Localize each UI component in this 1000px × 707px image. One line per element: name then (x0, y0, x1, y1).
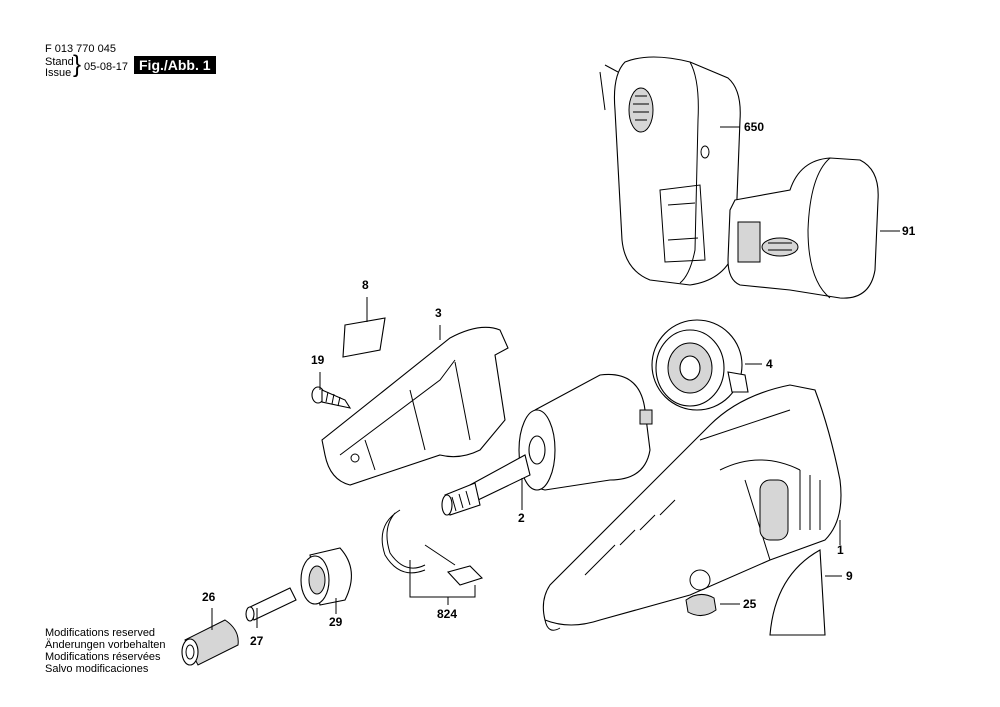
callout-8: 8 (362, 278, 369, 292)
leader-lines (211, 126, 900, 630)
callout-4: 4 (766, 357, 773, 371)
notice-line: Salvo modificaciones (45, 663, 149, 675)
callout-26: 26 (202, 590, 216, 604)
part-9-pad (769, 549, 826, 636)
notice-line: Modifications réservées (45, 651, 161, 663)
callout-650: 650 (744, 120, 765, 134)
issue-label: Issue (45, 67, 72, 79)
modifications-notice: Modifications reserved Änderungen vorbeh… (45, 627, 165, 675)
callout-19: 19 (311, 353, 325, 367)
part-19-screw (311, 386, 352, 409)
part-4-cap (651, 319, 749, 411)
part-1-main-housing (542, 384, 842, 631)
part-650-charger (599, 56, 741, 286)
notice-line: Änderungen vorbehalten (45, 639, 166, 651)
part-3-housing (321, 326, 509, 486)
figure-label: Fig./Abb. 1 (134, 56, 216, 74)
callout-824: 824 (437, 607, 458, 621)
part-8-label (342, 317, 386, 358)
part-29-nut (300, 547, 352, 606)
callout-3: 3 (435, 306, 442, 320)
part-26-collet-nut (181, 619, 239, 666)
part-27-collet (245, 587, 297, 622)
brace-icon: } (73, 51, 82, 78)
part-number: F 013 770 045 (45, 43, 116, 55)
callout-91: 91 (902, 224, 916, 238)
callout-27: 27 (250, 634, 264, 648)
callout-9: 9 (846, 569, 853, 583)
callout-1: 1 (837, 543, 844, 557)
issue-date: 05-08-17 (84, 61, 129, 73)
callout-29: 29 (329, 615, 343, 629)
stand-label: Stand (45, 56, 74, 68)
part-91-battery (727, 157, 879, 299)
callout-25: 25 (743, 597, 757, 611)
callout-2: 2 (518, 511, 525, 525)
part-2-motor (441, 373, 653, 516)
part-824-spring-clip (381, 509, 484, 598)
notice-line: Modifications reserved (45, 627, 156, 639)
part-25-button (685, 594, 717, 616)
